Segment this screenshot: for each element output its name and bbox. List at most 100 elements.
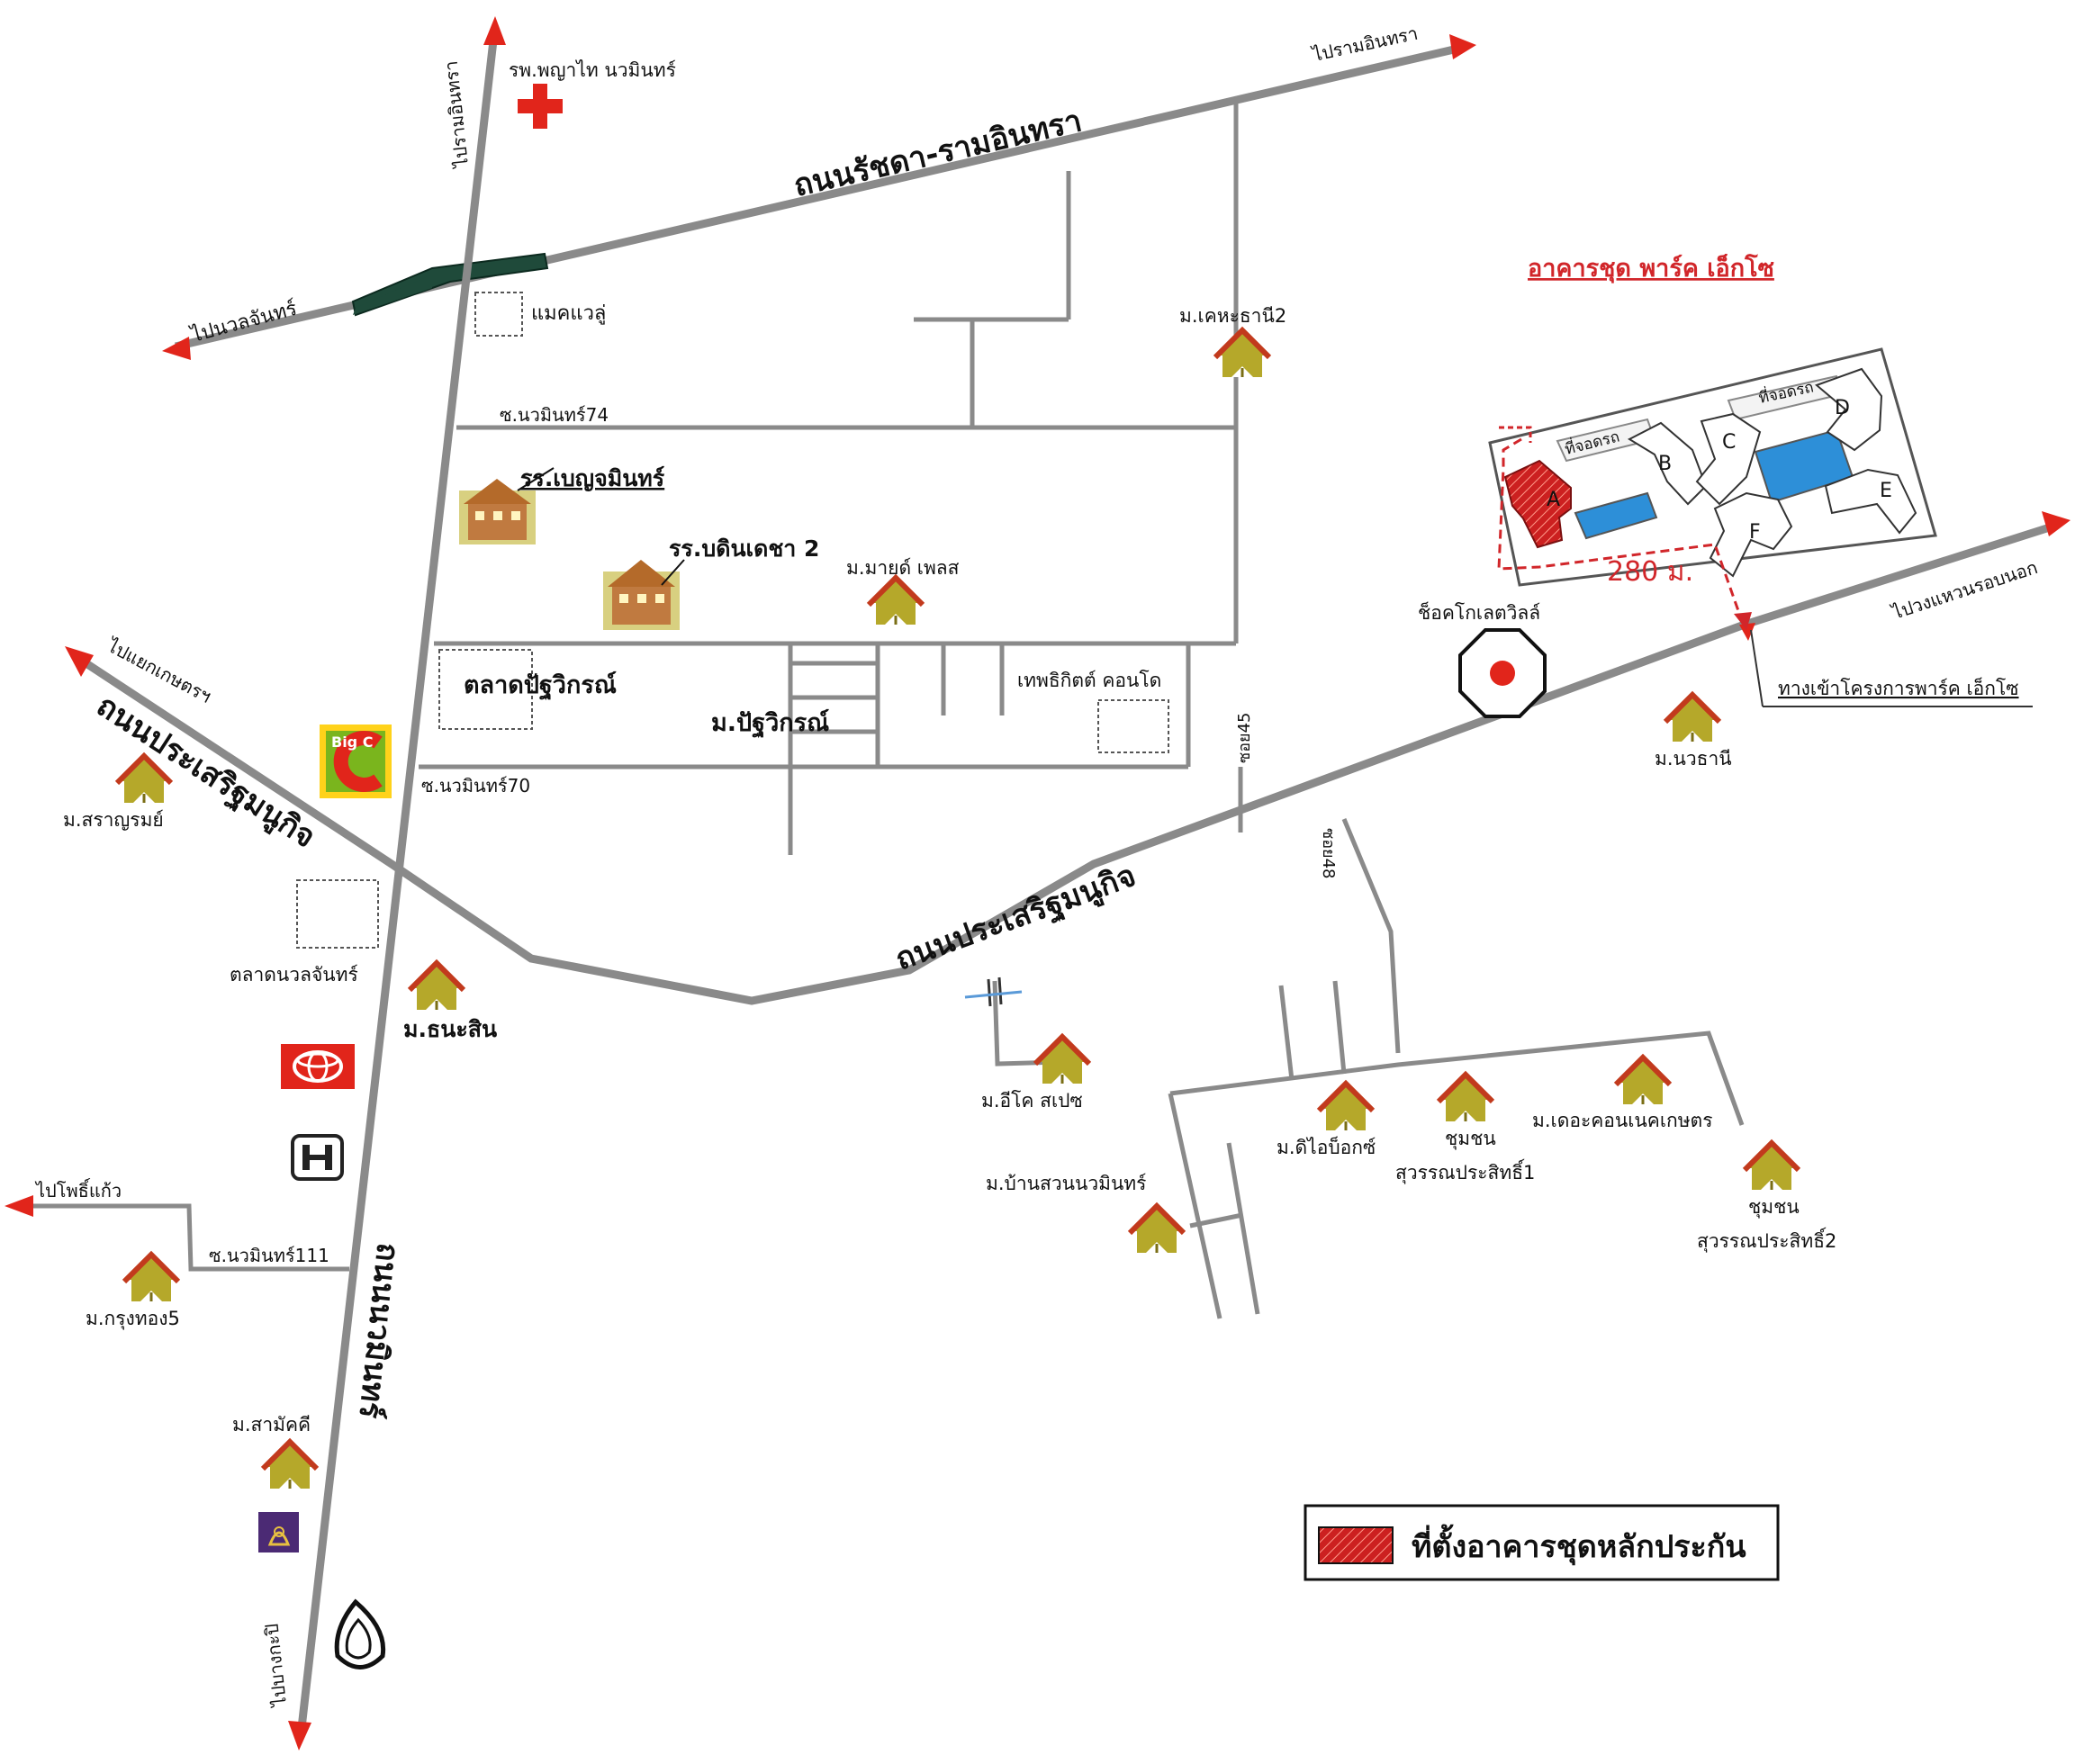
direction-arrow-icon <box>1449 34 1476 59</box>
label-tepbhirom: เทพธิกิตต์ คอนโด <box>1017 670 1161 691</box>
direction-arrow-icon <box>5 1195 33 1217</box>
label-suwanprasit2-a: ชุมชน <box>1748 1196 1800 1219</box>
label-pattanikorn-village: ม.ปัฐวิกรณ์ <box>711 708 829 739</box>
label-market-pattanikorn: ตลาดปัฐวิกรณ์ <box>464 670 617 701</box>
makro-building <box>474 292 523 337</box>
label-suwanprasit1-a: ชุมชน <box>1445 1128 1496 1150</box>
scb-bank-logo <box>258 1512 299 1552</box>
dir-ramintra-north: ไปรามอินทรา <box>440 59 473 170</box>
leader-line <box>517 467 555 491</box>
building-label-e: E <box>1880 480 1892 502</box>
label-chocolate-ville: ช็อคโกเลตวิลล์ <box>1418 600 1540 624</box>
dir-phosikaeo: ไปโพธิ์แก้ว <box>34 1177 122 1202</box>
label-kehathani2: ม.เคหะธานี2 <box>1179 305 1286 327</box>
building-b <box>1627 421 1708 506</box>
house-icon <box>1439 1075 1493 1121</box>
building-e <box>1824 468 1917 535</box>
label-connect: ม.เดอะคอนเนคเกษตร <box>1532 1110 1712 1131</box>
label-mind-place: ม.มายด์ เพลส <box>846 557 960 579</box>
soi-branch <box>1169 1030 1745 1126</box>
legend-swatch <box>1318 1526 1394 1564</box>
building-c <box>1695 412 1762 506</box>
dir-nualchan: ไปนวลจันทร์ <box>187 297 300 348</box>
svg-text:Big C: Big C <box>331 734 373 751</box>
road-nawamin <box>297 40 498 1729</box>
label-makro: แมคแวลู่ <box>531 302 606 325</box>
building-d <box>1815 367 1883 452</box>
leader-line <box>661 559 685 586</box>
label-market-nualchan: ตลาดนวลจันทร์ <box>230 964 358 986</box>
route-arrow-icon <box>1734 612 1752 630</box>
soi-branch <box>1278 985 1295 1081</box>
label-school-benjamin: รร.เบญจมินทร์ <box>520 465 665 491</box>
market-pattanikorn-building <box>438 649 533 730</box>
bridge-mark <box>964 990 1023 999</box>
school-icon <box>459 479 536 544</box>
pool <box>1574 491 1658 540</box>
soi-nawamin111 <box>23 1203 349 1272</box>
soi-branch <box>1189 1212 1243 1228</box>
label-dibox: ม.ดิไอบ็อกซ์ <box>1277 1135 1376 1158</box>
project-site-plan: ที่จอดรถ ที่จอดรถ A B C D E F 280 ม. <box>1488 347 1937 630</box>
label-baan-suan: ม.บ้านสวนนวมินทร์ <box>986 1173 1146 1194</box>
house-icon <box>410 963 464 1010</box>
label-navathani: ม.นวธานี <box>1655 748 1732 770</box>
label-school-bodindecha: รร.บดินเดชา 2 <box>669 536 819 562</box>
direction-arrow-icon <box>288 1721 311 1750</box>
hospital-cross-icon <box>518 84 563 129</box>
soi-label-45: ซอย45 <box>1235 713 1254 763</box>
house-icon <box>1616 1058 1670 1104</box>
house-icon <box>1319 1084 1373 1130</box>
building-a-site <box>1503 459 1572 549</box>
legend: ที่ตั้งอาคารชุดหลักประกัน <box>1304 1504 1780 1581</box>
soi48 <box>1341 818 1401 1054</box>
house-icon <box>1035 1037 1089 1084</box>
market-nualchan-building <box>296 879 379 949</box>
building-label-d: D <box>1835 397 1850 419</box>
bank-logo <box>334 1598 386 1670</box>
soi-branch <box>1226 1142 1260 1315</box>
direction-arrow-icon <box>65 646 94 677</box>
soi-label-48: ซอย48 <box>1319 828 1338 878</box>
road-label-prasert-east: ถนนประเสริฐมนูกิจ <box>890 858 1141 979</box>
house-icon <box>869 578 923 625</box>
dir-bangkapi: ไปบางกะปิ <box>260 1623 291 1709</box>
house-icon <box>263 1442 317 1489</box>
label-saranrom: ม.สราญรมย์ <box>63 809 164 831</box>
label-suwanprasit2-b: สุวรรณประสิทธิ์2 <box>1697 1227 1836 1253</box>
house-icon <box>1665 695 1719 742</box>
route-marker <box>1499 426 1532 443</box>
house-icon <box>1130 1206 1184 1253</box>
building-label-b: B <box>1658 453 1672 475</box>
building-label-a: A <box>1547 489 1560 511</box>
label-hospital: รพ.พญาไท นวมินทร์ <box>509 59 676 81</box>
building-f <box>1709 491 1793 578</box>
project-title: อาคารชุด พาร์ค เอ็กโซ <box>1528 252 1774 284</box>
house-icon <box>1215 330 1269 377</box>
route-dashed <box>1497 437 1744 622</box>
legend-label: ที่ตั้งอาคารชุดหลักประกัน <box>1412 1524 1746 1566</box>
overpass-ramp <box>353 274 432 315</box>
soi-label-111: ซ.นวมินทร์111 <box>209 1245 329 1266</box>
label-samakkhi: ม.สามัคคี <box>232 1414 311 1436</box>
label-krungthong5: ม.กรุงทอง5 <box>86 1308 180 1330</box>
direction-arrow-icon <box>162 337 191 360</box>
soi-branch <box>1332 980 1347 1075</box>
overpass <box>351 252 549 317</box>
direction-arrow-icon <box>1739 623 1755 641</box>
chocolate-ville-marker-icon <box>1458 628 1547 718</box>
soi-branch <box>1168 1093 1222 1319</box>
condo-building <box>1097 699 1169 753</box>
house-icon <box>124 1255 178 1301</box>
soi-branch <box>992 980 1063 1066</box>
building-label-f: F <box>1749 521 1761 544</box>
label-distance: 280 ม. <box>1607 556 1693 588</box>
direction-arrow-icon <box>2042 511 2070 536</box>
road-label-ratchada: ถนนรัชดา-รามอินทรา <box>790 103 1086 204</box>
big-c-logo: Big C <box>320 724 392 798</box>
house-icon <box>1745 1143 1799 1190</box>
road-prasert-manukit <box>74 522 2054 1005</box>
road-label-nawamin: ถนนนวมินทร์ <box>352 1241 406 1421</box>
building-label-c: C <box>1722 431 1736 454</box>
label-eco-space: ม.อีโค สเปซ <box>981 1090 1083 1112</box>
